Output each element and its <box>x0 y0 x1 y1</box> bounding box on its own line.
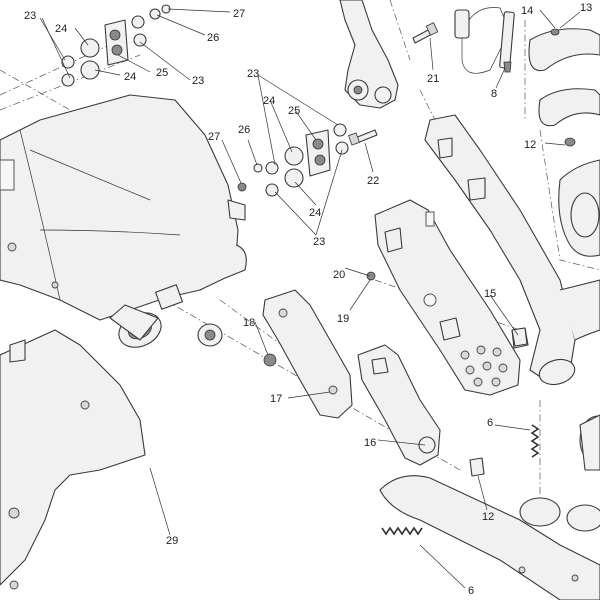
callout-labels: 23 24 24 25 23 27 26 21 8 14 13 12 23 24… <box>24 2 592 597</box>
callout-17: 17 <box>270 393 282 405</box>
callout-16: 16 <box>364 437 376 449</box>
callout-19: 19 <box>337 313 349 325</box>
callout-23: 23 <box>24 10 36 22</box>
exhaust-clamps <box>528 28 600 190</box>
callout-12: 12 <box>524 139 536 151</box>
callout-6: 6 <box>468 585 474 597</box>
callout-24: 24 <box>55 23 67 35</box>
callout-15: 15 <box>484 288 496 300</box>
heat-shield-17 <box>262 289 353 419</box>
silencer-lower <box>379 414 600 600</box>
callout-21: 21 <box>427 73 439 85</box>
callout-26: 26 <box>207 32 219 44</box>
callout-26: 26 <box>238 124 250 136</box>
callout-12: 12 <box>482 511 494 523</box>
exhaust-header-pipe <box>424 114 600 386</box>
callout-18: 18 <box>243 317 255 329</box>
callout-6: 6 <box>487 417 493 429</box>
callout-leaders <box>39 8 581 589</box>
lambda-sensor <box>454 7 515 74</box>
washer-stack-middle <box>237 123 349 197</box>
callout-24: 24 <box>309 207 321 219</box>
small-fasteners <box>263 271 528 477</box>
callout-27: 27 <box>233 8 245 20</box>
collector-box-right <box>558 159 600 257</box>
footpeg-bracket <box>339 0 399 109</box>
callout-13: 13 <box>580 2 592 14</box>
callout-23: 23 <box>313 236 325 248</box>
springs <box>381 424 540 536</box>
callout-8: 8 <box>491 88 497 100</box>
callout-22: 22 <box>367 175 379 187</box>
callout-20: 20 <box>333 269 345 281</box>
washer-stack-top-left <box>61 4 171 87</box>
grommet <box>197 323 223 347</box>
callout-23: 23 <box>192 75 204 87</box>
callout-24: 24 <box>263 95 275 107</box>
heat-shield-16 <box>357 344 441 466</box>
callout-24: 24 <box>124 71 136 83</box>
callout-23: 23 <box>247 68 259 80</box>
callout-27: 27 <box>208 131 220 143</box>
callout-25: 25 <box>288 105 300 117</box>
tail-pipe-end <box>109 304 162 348</box>
heat-shield-lower-left <box>0 329 146 590</box>
heat-shield-20 <box>374 199 529 396</box>
heat-shield-upper-left <box>0 94 247 321</box>
bolts <box>347 22 439 146</box>
callout-14: 14 <box>521 5 533 17</box>
callout-29: 29 <box>166 535 178 547</box>
callout-25: 25 <box>156 67 168 79</box>
